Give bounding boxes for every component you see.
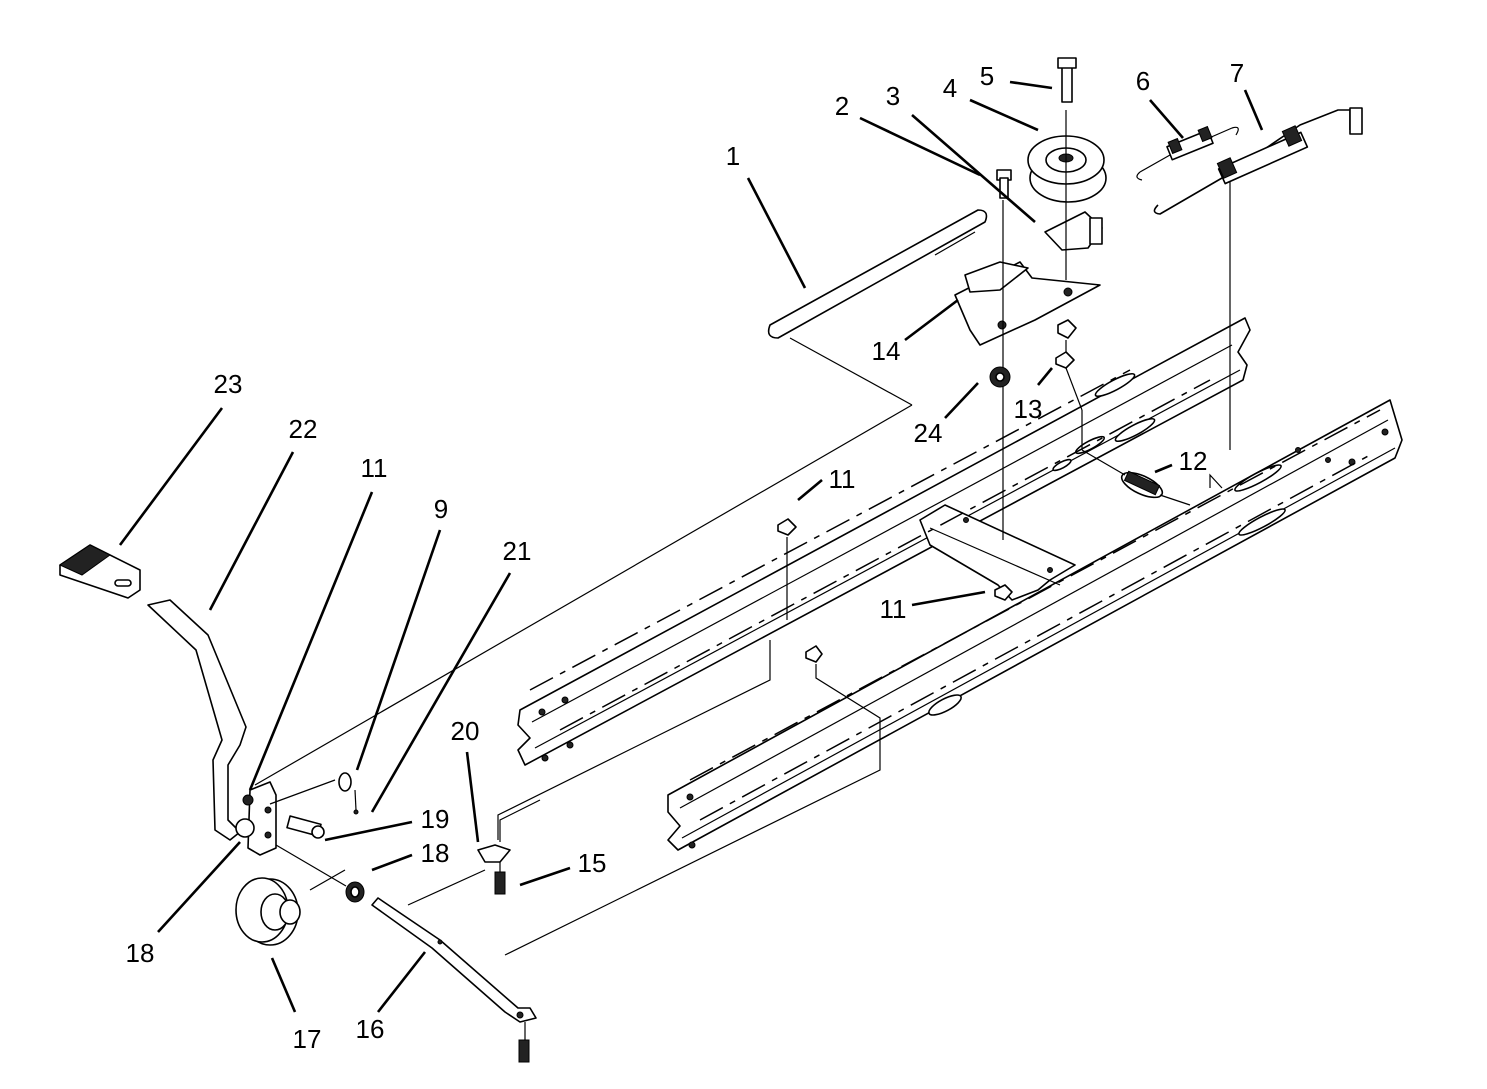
callouts: 1 2 3 4 5 6 7 14 24 13 12 11 11 23 22 11… bbox=[126, 58, 1245, 1054]
nut bbox=[777, 518, 797, 536]
screw-15 bbox=[494, 862, 506, 895]
callout-label: 5 bbox=[980, 61, 994, 91]
pulley-bracket bbox=[1044, 211, 1103, 251]
callout-label: 4 bbox=[943, 73, 957, 103]
frame-rail-outer bbox=[667, 399, 1403, 851]
callout-label: 11 bbox=[880, 594, 907, 624]
brake-rod bbox=[371, 869, 537, 1063]
callout-label: 18 bbox=[421, 838, 450, 868]
assembly-centerlines bbox=[529, 369, 1381, 821]
callout-label: 7 bbox=[1230, 58, 1244, 88]
nut bbox=[1055, 351, 1075, 369]
idler-pulley-lower bbox=[235, 877, 301, 946]
washer-9 bbox=[269, 772, 359, 815]
callout-label: 16 bbox=[356, 1014, 385, 1044]
idler-pulley-upper bbox=[1027, 135, 1107, 203]
callout-label: 13 bbox=[1014, 394, 1043, 424]
callout-label: 22 bbox=[289, 414, 318, 444]
extension-spring bbox=[1136, 125, 1239, 181]
callout-label: 9 bbox=[434, 494, 448, 524]
callout-label: 3 bbox=[886, 81, 900, 111]
leader-lines bbox=[118, 80, 1264, 1013]
return-spring bbox=[1153, 107, 1363, 450]
cross-member bbox=[919, 504, 1076, 601]
pedal-arm bbox=[147, 599, 247, 841]
callout-label: 6 bbox=[1136, 66, 1150, 96]
callout-label: 14 bbox=[872, 336, 901, 366]
clip-20 bbox=[477, 799, 541, 863]
callout-label: 12 bbox=[1179, 446, 1208, 476]
idler-bracket bbox=[954, 261, 1101, 346]
pedal-pad bbox=[58, 544, 141, 599]
callout-label: 21 bbox=[503, 536, 532, 566]
washer-18 bbox=[275, 844, 365, 903]
callout-label: 17 bbox=[293, 1024, 322, 1054]
nut bbox=[994, 584, 1013, 601]
pivot-bracket bbox=[235, 781, 277, 856]
callout-label: 2 bbox=[835, 91, 849, 121]
callout-label: 24 bbox=[914, 418, 943, 448]
callout-label: 19 bbox=[421, 804, 450, 834]
callout-label: 23 bbox=[214, 369, 243, 399]
clutch-rod bbox=[254, 209, 988, 786]
callout-label: 11 bbox=[829, 464, 856, 494]
pivot-bolt bbox=[286, 815, 325, 839]
callout-label: 1 bbox=[726, 141, 740, 171]
nut bbox=[1057, 319, 1077, 339]
pulley-bolt bbox=[1057, 57, 1077, 280]
callout-label: 18 bbox=[126, 938, 155, 968]
callout-label: 20 bbox=[451, 716, 480, 746]
callout-label: 11 bbox=[361, 453, 388, 483]
spring-12 bbox=[1081, 449, 1223, 506]
callout-label: 15 bbox=[578, 848, 607, 878]
nut bbox=[805, 645, 823, 663]
